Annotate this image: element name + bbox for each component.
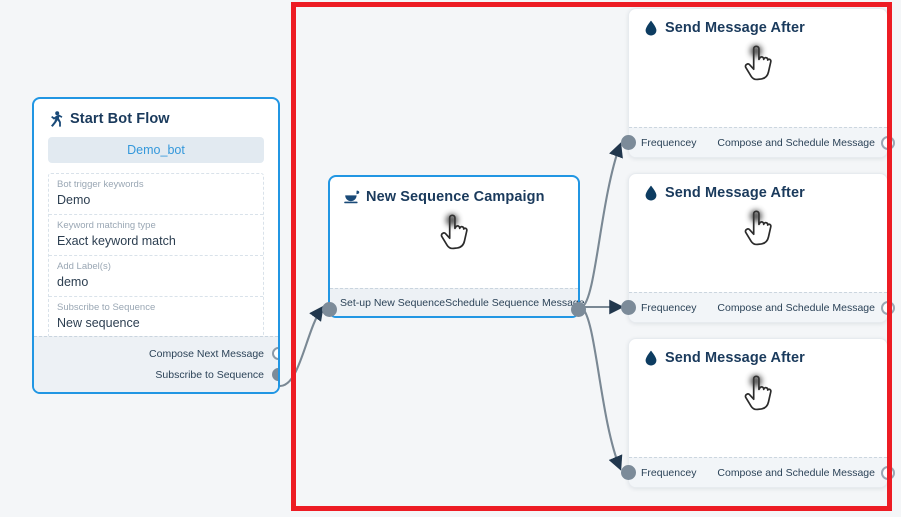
- frequency-label-2: Frequencey: [641, 301, 697, 314]
- hand-pointer-icon: [739, 44, 777, 84]
- cursor-blur-dot: [750, 375, 762, 387]
- field-label: Bot trigger keywords: [57, 179, 144, 190]
- compose-schedule-label-2: Compose and Schedule Message: [717, 301, 875, 314]
- sequence-out-port-dot[interactable]: [571, 302, 586, 317]
- new-sequence-campaign-footer: Set-up New Sequence Schedule Sequence Me…: [330, 288, 585, 316]
- compose-schedule-label-1: Compose and Schedule Message: [717, 136, 875, 149]
- sequence-campaign-icon: [344, 189, 360, 205]
- frequency-label-3: Frequencey: [641, 466, 697, 479]
- sequence-in-port-dot[interactable]: [322, 302, 337, 317]
- field-subscribe-to-sequence[interactable]: Subscribe to Sequence New sequence: [49, 297, 263, 337]
- send-message-title-3: Send Message After: [665, 350, 805, 366]
- frequency-in-port-dot-3[interactable]: [621, 465, 636, 480]
- send-message-header-2: Send Message After: [629, 174, 887, 201]
- send-message-title-1: Send Message After: [665, 20, 805, 36]
- port-compose-next-message[interactable]: Compose Next Message: [34, 343, 278, 364]
- field-bot-trigger-keywords[interactable]: Bot trigger keywords Demo: [49, 174, 263, 215]
- bot-name-pill[interactable]: Demo_bot: [48, 137, 264, 163]
- footer-label-schedule-sequence-message: Schedule Sequence Message: [445, 296, 585, 309]
- send-message-footer-2: Frequencey Compose and Schedule Message: [621, 292, 895, 322]
- start-bot-flow-title: Start Bot Flow: [70, 111, 170, 127]
- port-dot-filled[interactable]: [272, 368, 278, 381]
- field-value: New sequence: [57, 316, 140, 330]
- cursor-blur-dot: [750, 45, 762, 57]
- send-message-footer-1: Frequencey Compose and Schedule Message: [621, 127, 895, 157]
- compose-schedule-out-port-dot-3[interactable]: [881, 465, 895, 480]
- frequency-in-port-dot-1[interactable]: [621, 135, 636, 150]
- hand-pointer-icon: [739, 209, 777, 249]
- cursor-blur-dot: [446, 214, 458, 226]
- port-dot-hollow[interactable]: [272, 347, 278, 360]
- start-bot-flow-footer: Compose Next Message Subscribe to Sequen…: [34, 336, 278, 392]
- send-message-cursor-area-1: [629, 36, 887, 92]
- compose-schedule-out-port-dot-2[interactable]: [881, 300, 895, 315]
- send-message-cursor-area-3: [629, 366, 887, 422]
- field-add-labels[interactable]: Add Label(s) demo: [49, 256, 263, 297]
- send-message-footer-3: Frequencey Compose and Schedule Message: [621, 457, 895, 487]
- compose-schedule-out-port-dot-1[interactable]: [881, 135, 895, 150]
- field-value: Demo: [57, 193, 91, 207]
- node-send-message-after-3[interactable]: Send Message After Frequencey Compose an…: [621, 338, 895, 488]
- compose-schedule-label-3: Compose and Schedule Message: [717, 466, 875, 479]
- field-value: demo: [57, 275, 89, 289]
- cursor-blur-dot: [750, 210, 762, 222]
- start-bot-flow-header: Start Bot Flow: [34, 99, 278, 135]
- field-keyword-matching-type[interactable]: Keyword matching type Exact keyword matc…: [49, 215, 263, 256]
- hand-pointer-icon: [435, 213, 473, 253]
- edge-sequence-to-card-1: [581, 142, 623, 308]
- field-label: Subscribe to Sequence: [57, 302, 156, 313]
- port-label: Subscribe to Sequence: [155, 368, 264, 381]
- water-drop-icon: [643, 185, 659, 201]
- send-message-cursor-area-2: [629, 201, 887, 257]
- new-sequence-cursor-area: [330, 205, 578, 261]
- port-subscribe-to-sequence[interactable]: Subscribe to Sequence: [34, 364, 278, 385]
- edge-sequence-to-card-3: [581, 307, 623, 471]
- water-drop-icon: [643, 20, 659, 36]
- node-send-message-after-1[interactable]: Send Message After Frequencey Compose an…: [621, 8, 895, 158]
- send-message-header-1: Send Message After: [629, 9, 887, 36]
- new-sequence-campaign-header: New Sequence Campaign: [330, 177, 578, 205]
- start-bot-flow-fields: Bot trigger keywords Demo Keyword matchi…: [48, 173, 264, 338]
- node-new-sequence-campaign[interactable]: New Sequence Campaign Set-up New Sequenc…: [322, 175, 586, 318]
- footer-label-setup-new-sequence: Set-up New Sequence: [340, 296, 446, 309]
- frequency-label-1: Frequencey: [641, 136, 697, 149]
- field-label: Add Label(s): [57, 261, 111, 272]
- frequency-in-port-dot-2[interactable]: [621, 300, 636, 315]
- send-message-title-2: Send Message After: [665, 185, 805, 201]
- field-value: Exact keyword match: [57, 234, 176, 248]
- water-drop-icon: [643, 350, 659, 366]
- running-person-icon: [48, 111, 64, 127]
- hand-pointer-icon: [739, 374, 777, 414]
- field-label: Keyword matching type: [57, 220, 156, 231]
- edge-start-to-sequence: [279, 305, 324, 388]
- new-sequence-campaign-title: New Sequence Campaign: [366, 189, 545, 205]
- node-start-bot-flow[interactable]: Start Bot Flow Demo_bot Bot trigger keyw…: [32, 97, 280, 394]
- send-message-header-3: Send Message After: [629, 339, 887, 366]
- port-label: Compose Next Message: [149, 347, 264, 360]
- node-send-message-after-2[interactable]: Send Message After Frequencey Compose an…: [621, 173, 895, 323]
